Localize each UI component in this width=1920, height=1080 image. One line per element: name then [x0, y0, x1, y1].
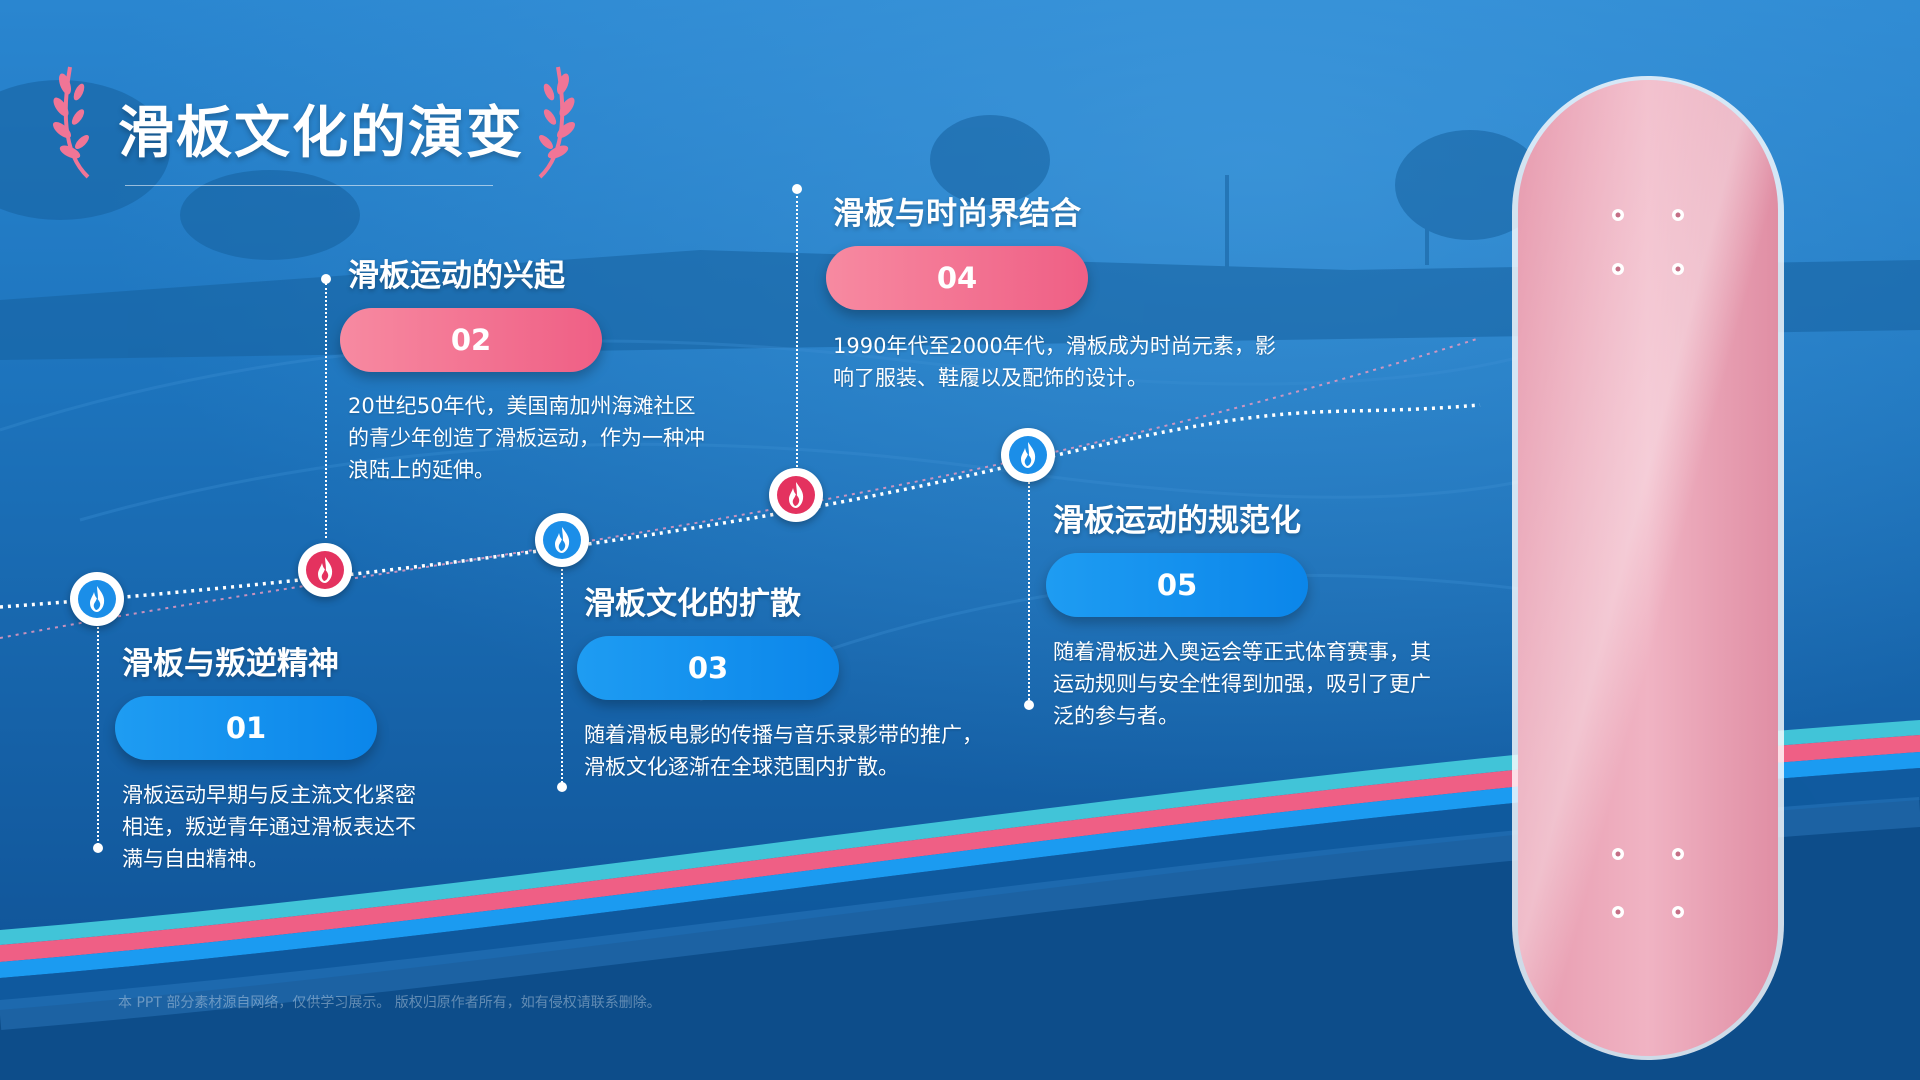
flame-icon: [1009, 436, 1047, 474]
timeline-node-04: [769, 468, 823, 522]
text-line: 满与自由精神。: [122, 847, 269, 871]
milestone-number-04: 04: [826, 246, 1088, 310]
text-line: 随着滑板进入奥运会等正式体育赛事，其: [1053, 640, 1431, 664]
connector-dot-03: [557, 782, 567, 792]
text-line: 滑板文化逐渐在全球范围内扩散。: [584, 755, 899, 779]
connector-dot-05: [1024, 700, 1034, 710]
title-underline: [125, 185, 493, 186]
laurel-right-icon: [538, 66, 576, 179]
text-line: 滑板运动早期与反主流文化紧密: [122, 783, 416, 807]
text-line: 相连，叛逆青年通过滑板表达不: [122, 815, 416, 839]
connector-dot-02: [321, 274, 331, 284]
connector-line-05: [1028, 482, 1030, 704]
milestone-heading-02: 滑板运动的兴起: [348, 258, 565, 294]
milestone-heading-03: 滑板文化的扩散: [584, 586, 801, 622]
flame-icon: [777, 476, 815, 514]
text-line: 运动规则与安全性得到加强，吸引了更广: [1053, 672, 1431, 696]
milestone-text-04: 1990年代至2000年代，滑板成为时尚元素，影 响了服装、鞋履以及配饰的设计。: [833, 330, 1276, 394]
text-line: 20世纪50年代，美国南加州海滩社区: [348, 394, 696, 418]
timeline-node-03: [535, 513, 589, 567]
footer-disclaimer: 本 PPT 部分素材源自网络，仅供学习展示。 版权归原作者所有，如有侵权请联系删…: [118, 995, 661, 1011]
text-line: 浪陆上的延伸。: [348, 458, 495, 482]
milestone-text-05: 随着滑板进入奥运会等正式体育赛事，其 运动规则与安全性得到加强，吸引了更广 泛的…: [1053, 636, 1431, 732]
connector-line-02: [325, 283, 327, 538]
milestone-text-01: 滑板运动早期与反主流文化紧密 相连，叛逆青年通过滑板表达不 满与自由精神。: [122, 779, 416, 875]
connector-line-03: [561, 564, 563, 787]
connector-dot-04: [792, 184, 802, 194]
connector-line-01: [97, 620, 99, 848]
page-title: 滑板文化的演变: [118, 101, 524, 166]
milestone-number-03: 03: [577, 636, 839, 700]
text-line: 1990年代至2000年代，滑板成为时尚元素，影: [833, 334, 1276, 358]
connector-dot-01: [93, 843, 103, 853]
flame-icon: [543, 521, 581, 559]
milestone-text-02: 20世纪50年代，美国南加州海滩社区 的青少年创造了滑板运动，作为一种冲 浪陆上…: [348, 390, 705, 486]
flame-icon: [78, 580, 116, 618]
skateboard-image: [1512, 76, 1784, 1060]
milestone-heading-01: 滑板与叛逆精神: [122, 646, 339, 682]
laurel-left-icon: [52, 66, 90, 179]
text-line: 随着滑板电影的传播与音乐录影带的推广，: [584, 723, 983, 747]
text-line: 的青少年创造了滑板运动，作为一种冲: [348, 426, 705, 450]
milestone-text-03: 随着滑板电影的传播与音乐录影带的推广， 滑板文化逐渐在全球范围内扩散。: [584, 719, 983, 783]
timeline-node-02: [298, 543, 352, 597]
milestone-number-05: 05: [1046, 553, 1308, 617]
milestone-number-02: 02: [340, 308, 602, 372]
text-line: 泛的参与者。: [1053, 704, 1179, 728]
milestone-heading-05: 滑板运动的规范化: [1053, 503, 1301, 539]
flame-icon: [306, 551, 344, 589]
milestone-number-01: 01: [115, 696, 377, 760]
timeline-node-01: [70, 572, 124, 626]
text-line: 响了服装、鞋履以及配饰的设计。: [833, 366, 1148, 390]
milestone-heading-04: 滑板与时尚界结合: [833, 196, 1081, 232]
timeline-node-05: [1001, 428, 1055, 482]
connector-line-04: [796, 196, 798, 471]
